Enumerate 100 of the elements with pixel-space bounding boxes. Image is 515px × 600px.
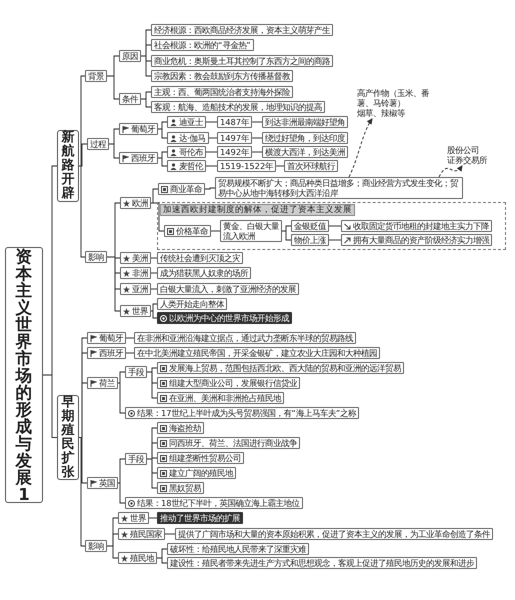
topic-box (151, 24, 333, 36)
topic-text: 社会根源：欧洲的“寻金热” (154, 40, 251, 50)
connector-line (282, 230, 292, 240)
topic-box (118, 512, 149, 524)
boundary-title: 加速西欧封建制度的解体，促进了资本主义发展 (160, 204, 355, 216)
connector-line (78, 437, 88, 484)
topic-text: 早期殖民扩张 (61, 396, 75, 480)
topic-box (167, 543, 309, 555)
topic-text: 影响 (88, 252, 104, 262)
topic-box (157, 452, 244, 464)
connector-line (150, 310, 158, 318)
topic-text: 贸易规模不断扩大；商品种类日益增多；商业经营方式发生变化；贸易中心从地中海转移到大西洋沿岸 (218, 178, 459, 198)
arrow (348, 118, 373, 178)
topic-text: 白银大量流入，刺激了亚洲经济的发展 (160, 284, 296, 294)
topic-box (85, 70, 107, 82)
topic-text: 黄金、白银大量流入欧洲 (223, 221, 279, 241)
note-text: 证券交易所 (447, 155, 487, 165)
topic-text: 英国 (99, 478, 115, 488)
topic-text: 金银贬值 (294, 221, 326, 231)
topic-text: 结果：17世纪上半叶成为头号贸易强国，有“海上马车夫”之称 (137, 408, 356, 418)
topic-text: 1497年 (220, 133, 250, 143)
topic-text: 建立广阔的殖民地 (169, 468, 233, 478)
topic-text: 主观：西、葡两国统治者支持海外探险 (154, 87, 290, 97)
topic-box (175, 528, 493, 540)
connector-line (118, 458, 126, 484)
connector-line (150, 202, 164, 232)
topic-box (167, 132, 209, 144)
topic-box (217, 132, 252, 144)
topic-text: 1487年 (220, 117, 250, 127)
topic-box (157, 377, 300, 389)
topic-text: 1519-1522年 (220, 161, 274, 171)
connector-line (78, 166, 86, 258)
topic-text: 结果：18世纪下半叶，英国确立海上霸主地位 (137, 498, 300, 508)
topic-box (262, 132, 348, 144)
connector-line (118, 372, 126, 384)
topic-text: 手段 (128, 454, 144, 464)
topic-box (284, 160, 338, 172)
note-text: 股份公司 (447, 145, 480, 155)
connector-line (78, 144, 88, 166)
connector-line (140, 56, 152, 76)
connector-line (78, 382, 88, 438)
topic-box (125, 497, 303, 509)
topic-text: 原因 (122, 51, 138, 61)
topic-box (167, 160, 206, 172)
topic-text: 同西班牙、荷兰、法国进行商业战争 (169, 438, 297, 448)
topic-text: 物价上涨 (294, 235, 326, 245)
topic-box (119, 50, 141, 62)
topic-box (157, 298, 227, 310)
topic-box (217, 116, 252, 128)
topic-box (262, 146, 348, 158)
topic-box (85, 251, 107, 263)
connector-line (150, 304, 158, 312)
topic-box (167, 557, 477, 569)
topic-text: 西班牙 (99, 348, 123, 358)
topic-text: 荷兰 (99, 378, 115, 388)
topic-text: 世界 (132, 306, 148, 316)
connector-line (106, 546, 118, 558)
topic-text: 推动了世界市场的扩展 (160, 513, 240, 523)
topic-box (87, 377, 118, 389)
topic-text: 手段 (128, 367, 144, 377)
topic-box (157, 437, 300, 449)
topic-box (157, 267, 251, 279)
topic-box (125, 366, 147, 378)
central-topic-box (5, 247, 43, 503)
topic-text: 拥有大量商品的资产阶级经济实力增强 (353, 235, 489, 245)
topic-box (167, 116, 206, 128)
topic-box (87, 332, 126, 344)
topic-text: 黑奴贸易 (169, 483, 201, 493)
connector-line (210, 230, 220, 232)
topic-box (157, 392, 284, 404)
highlight-box (157, 312, 292, 324)
topic-text: 达·伽马 (179, 133, 206, 143)
highlight-box (157, 512, 243, 524)
topic-text: 到达非洲最南端好望角 (265, 117, 345, 127)
topic-text: 殖民国家 (130, 529, 162, 539)
topic-text: 非洲 (132, 268, 148, 278)
topic-text: 资本主义世界市场的形成与发展1 (15, 248, 33, 502)
topic-text: 横渡大西洋，到达美洲 (265, 147, 345, 157)
connector-line (150, 272, 158, 274)
topic-box (151, 101, 325, 113)
topic-box (120, 197, 151, 209)
topic-text: 宗教因素：教会鼓励到东方传播基督教 (154, 71, 290, 81)
topic-box (120, 252, 151, 264)
topic-box (158, 183, 205, 195)
topic-box (291, 220, 329, 232)
note-text: 烟草、辣椒等 (357, 108, 406, 118)
topic-box (118, 528, 165, 540)
topic-text: 葡萄牙 (131, 124, 155, 134)
topic-text: 商业危机：奥斯曼土耳其控制了东西方之间的商路 (154, 56, 330, 66)
topic-text: 哥伦布 (179, 147, 203, 157)
topic-text: 背景 (88, 71, 104, 81)
topic-box (87, 347, 126, 359)
topic-box (125, 453, 147, 465)
topic-text: 迪亚士 (179, 117, 203, 127)
connector-line (118, 482, 126, 504)
topic-text: 欧洲 (132, 198, 148, 208)
topic-box (120, 267, 151, 279)
topic-text: 组建垄断性贸易公司 (169, 453, 241, 463)
topic-text: 以欧洲为中心的世界市场开始形成 (169, 313, 289, 323)
topic-text: 人类开始走向整体 (160, 299, 224, 309)
